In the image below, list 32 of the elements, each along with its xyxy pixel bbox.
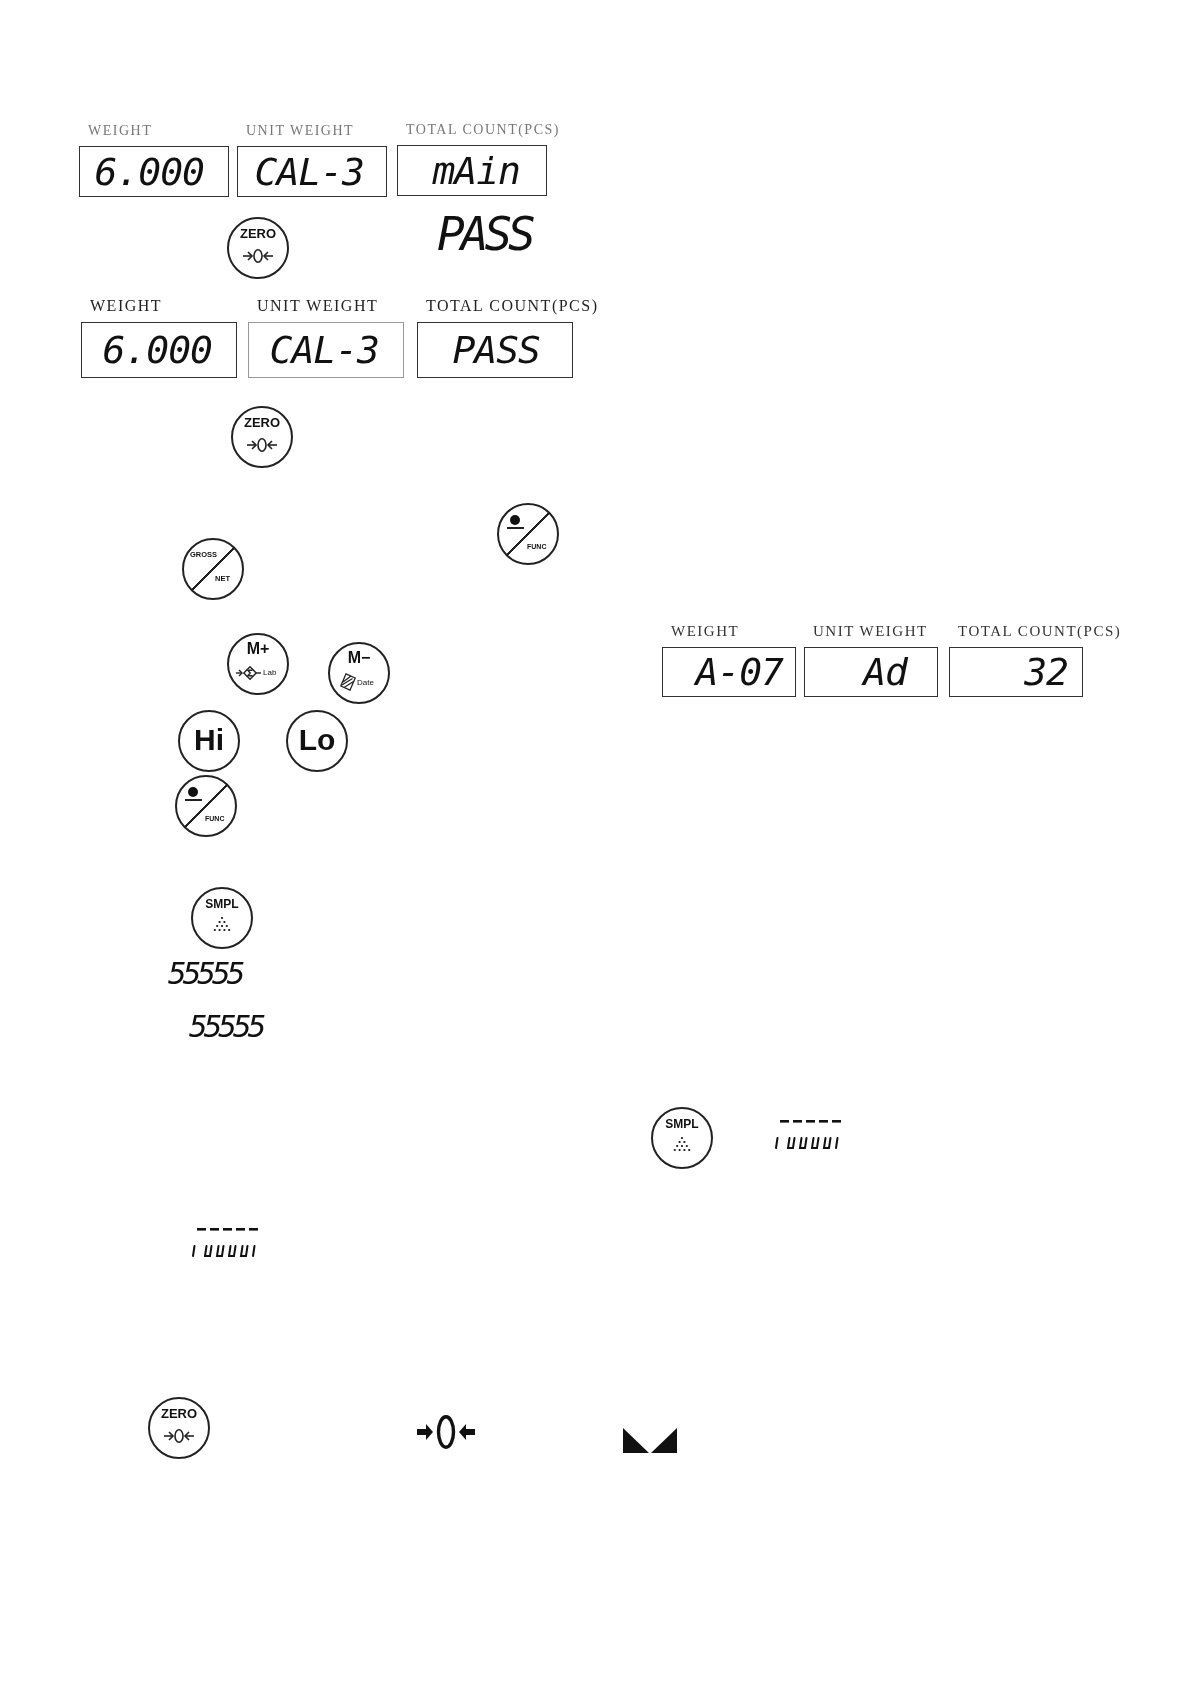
display-heading: WEIGHT [88,124,153,138]
display-heading: WEIGHT [90,298,163,314]
display-heading: WEIGHT [671,624,740,639]
display-reading: 6.000 [94,152,204,191]
segment-reading: 55555 [168,958,242,989]
key-label: Lab [263,669,277,677]
display-heading: TOTAL COUNT(PCS) [426,298,599,314]
display-reading: CAL-3 [269,331,379,369]
display-reading: 32 [1024,653,1068,691]
display-heading: TOTAL COUNT(PCS) [406,123,560,137]
display-reading: mAin [432,151,520,190]
key-label: Hi [194,725,224,755]
key-label: ZERO [243,416,281,429]
key-label: ZERO [160,1407,198,1420]
key-label: M− [347,650,371,666]
display-reading: A-07 [695,653,783,691]
display-heading: UNIT WEIGHT [813,624,928,639]
display-reading: 6.000 [102,331,212,369]
display-heading: TOTAL COUNT(PCS) [958,624,1122,639]
display-reading: PASS [452,331,540,369]
key-label: ZERO [239,227,277,240]
key-label: Lo [298,725,336,755]
segment-reading: 55555 [189,1011,263,1042]
key-label: SMPL [665,1118,699,1130]
key-label: M+ [246,641,270,657]
display-heading: UNIT WEIGHT [257,298,379,314]
key-label: SMPL [205,898,239,910]
display-heading: UNIT WEIGHT [246,124,355,138]
key-label: Date [357,679,374,687]
display-reading: CAL-3 [254,152,364,191]
display-reading: Ad [863,653,907,691]
segment-reading: PASS [437,211,532,257]
